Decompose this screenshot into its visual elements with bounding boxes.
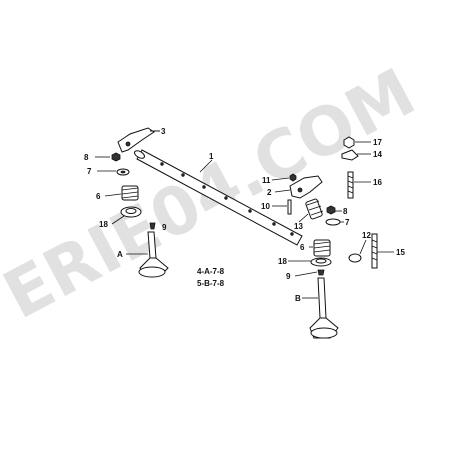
label-1: 1	[209, 152, 214, 161]
formula-legend: 4-A-7-8 5-B-7-8	[197, 267, 225, 288]
rocker-shaft	[134, 149, 303, 246]
label-6-left: 6	[96, 192, 101, 201]
label-9-right: 9	[286, 272, 291, 281]
formula-2: 5-B-7-8	[197, 279, 225, 288]
label-3: 3	[161, 127, 166, 136]
label-7-right: 7	[345, 218, 350, 227]
valve-a	[138, 231, 169, 278]
label-a: A	[117, 250, 123, 259]
label-18-left: 18	[99, 220, 108, 229]
label-b: B	[295, 294, 301, 303]
label-12: 12	[362, 231, 371, 240]
right-small-parts	[310, 239, 332, 276]
label-13: 13	[294, 222, 303, 231]
label-6-right: 6	[300, 243, 305, 252]
leader-lines	[95, 130, 394, 299]
label-9-left: 9	[162, 223, 167, 232]
callout-labels: 3 8 7 6 18 9 A 1 11 2 10 13 8 7 6 18 9 B…	[84, 127, 405, 303]
label-10: 10	[261, 202, 270, 211]
label-7-left: 7	[87, 167, 92, 176]
label-15: 15	[396, 248, 405, 257]
valve-b	[309, 277, 339, 339]
label-14: 14	[373, 150, 382, 159]
label-8-left: 8	[84, 153, 89, 162]
label-8-right: 8	[343, 207, 348, 216]
label-18-right: 18	[278, 257, 287, 266]
formula-1: 4-A-7-8	[197, 267, 225, 276]
label-11: 11	[262, 176, 271, 185]
label-16: 16	[373, 178, 382, 187]
left-small-parts	[111, 152, 156, 230]
right-rocker-arm	[287, 173, 341, 226]
right-stud-parts	[341, 136, 378, 269]
label-2: 2	[267, 188, 272, 197]
left-rocker-arm	[117, 127, 160, 153]
label-17: 17	[373, 138, 382, 147]
